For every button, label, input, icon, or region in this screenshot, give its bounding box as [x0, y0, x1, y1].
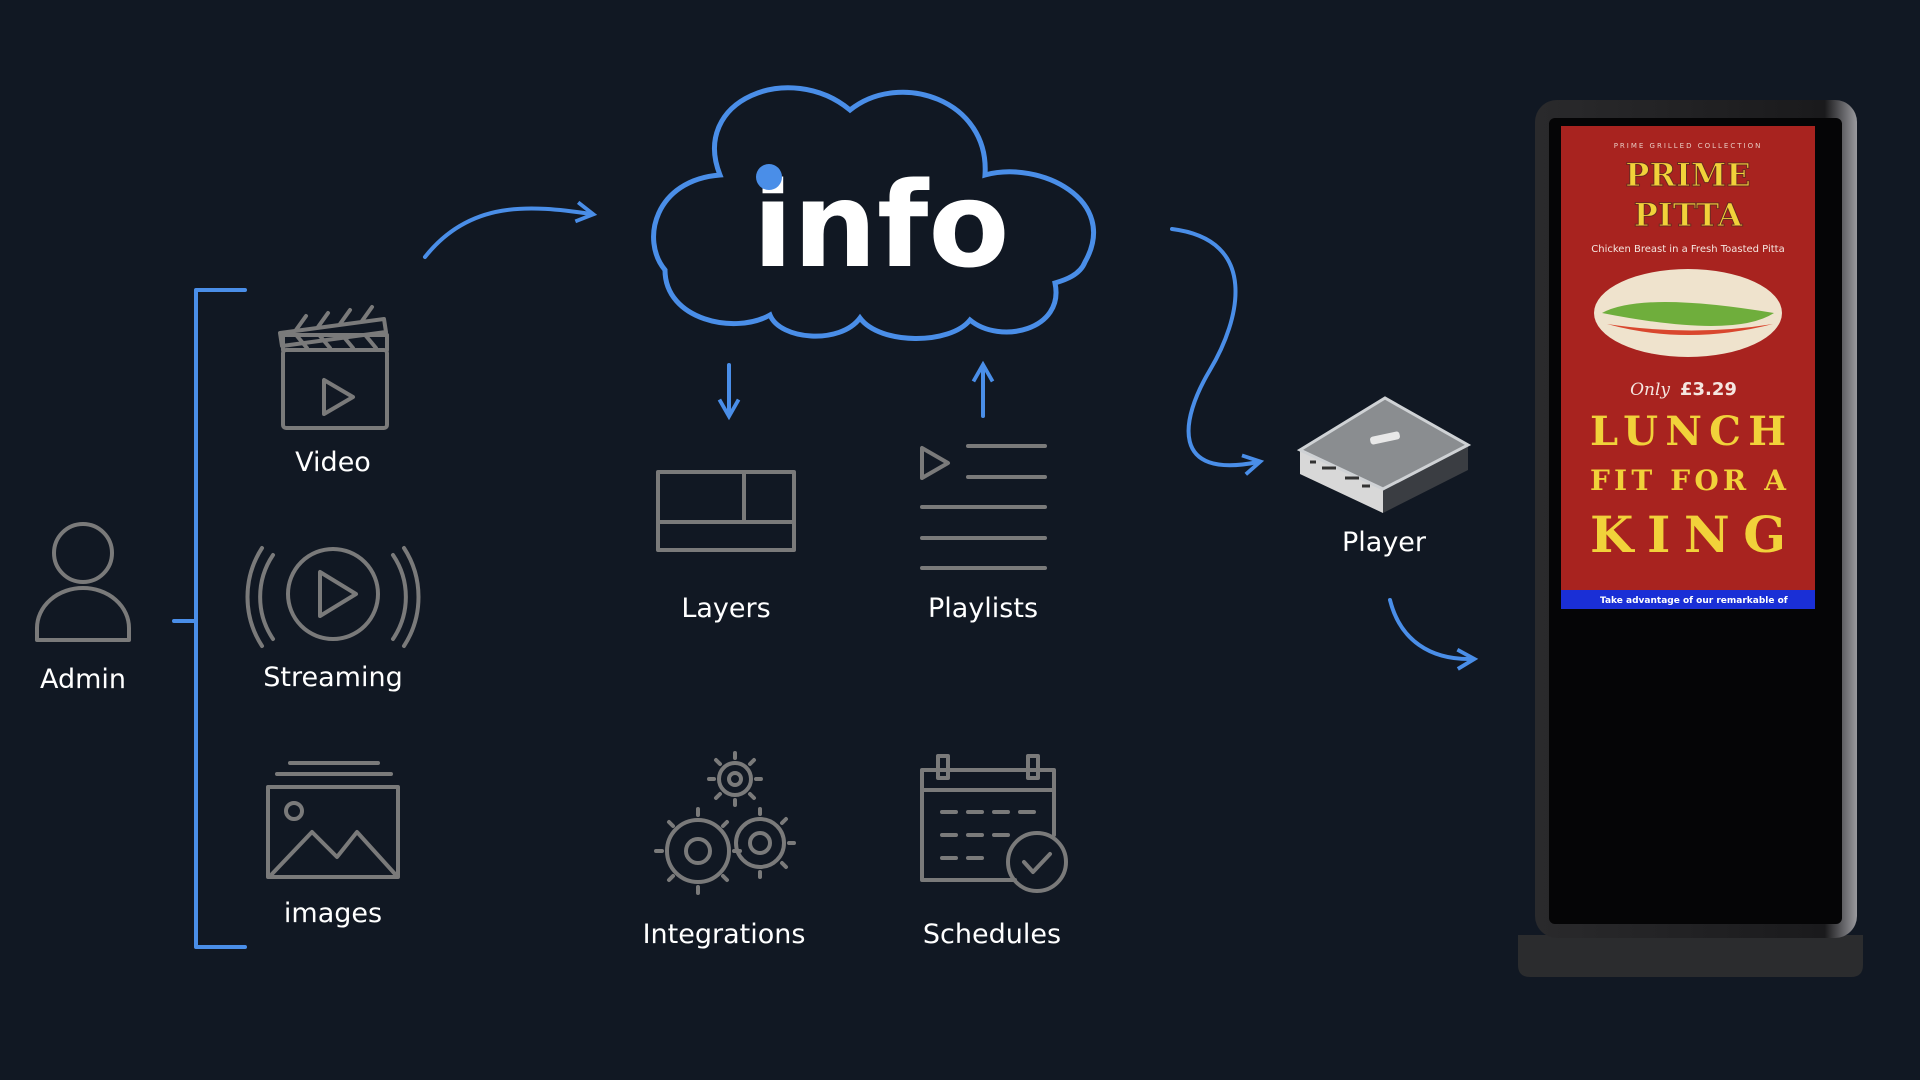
gears-icon: [654, 751, 796, 895]
player-device-icon: [1296, 396, 1472, 513]
ad-price: £3.29: [1680, 379, 1737, 400]
flow-arrow-to-cloud: [423, 200, 598, 259]
playlists-label: Playlists: [928, 593, 1038, 624]
streaming-label: Streaming: [263, 662, 402, 693]
pitta-image: [1594, 269, 1782, 357]
ad-headline-3: KING: [1590, 505, 1786, 564]
image-icon: [266, 761, 400, 879]
calendar-check-icon: [920, 754, 1068, 893]
ad-brand-1: PRIME: [1625, 156, 1750, 194]
ad-headline-1: LUNCH: [1590, 408, 1786, 455]
cloud-title: info: [753, 156, 1010, 294]
kiosk-display: PRIME GRILLED COLLECTION PRIME PITTA Chi…: [1518, 100, 1863, 977]
layers-label: Layers: [681, 593, 770, 624]
ad-ticker: Take advantage of our remarkable of: [1600, 596, 1788, 606]
ad-subtitle: Chicken Breast in a Fresh Toasted Pitta: [1591, 244, 1784, 255]
broadcast-play-icon: [245, 546, 421, 648]
video-label: Video: [295, 447, 371, 478]
admin-user-icon: [35, 522, 131, 642]
layers-icon: [656, 470, 796, 552]
bracket-connector: [172, 288, 247, 949]
flow-arrow-to-player: [1170, 227, 1265, 476]
playlist-icon: [920, 444, 1047, 570]
cloud-logo: info: [651, 85, 1096, 341]
images-label: images: [284, 898, 382, 929]
ad-brand-2: PITTA: [1634, 196, 1744, 234]
integrations-label: Integrations: [643, 919, 806, 950]
ad-headline-2: FIT FOR A: [1590, 464, 1787, 497]
kiosk-ad-screen: PRIME GRILLED COLLECTION PRIME PITTA Chi…: [1561, 126, 1815, 609]
player-label: Player: [1342, 527, 1427, 558]
flow-arrow-to-kiosk: [1388, 598, 1479, 671]
ad-collection: PRIME GRILLED COLLECTION: [1614, 142, 1763, 150]
clapperboard-icon: [278, 305, 389, 430]
schedules-label: Schedules: [923, 919, 1061, 950]
ad-price-prefix: Only: [1630, 380, 1670, 400]
admin-label: Admin: [40, 664, 126, 695]
